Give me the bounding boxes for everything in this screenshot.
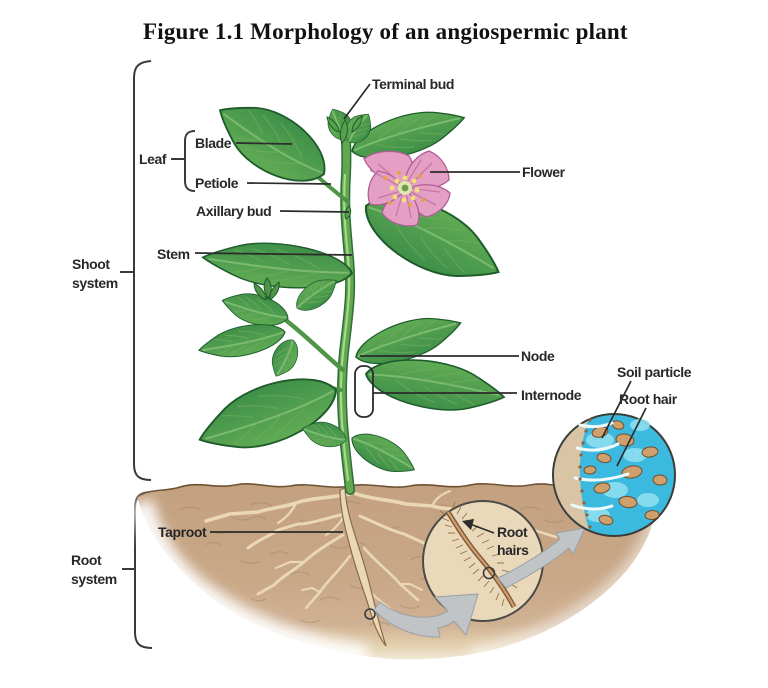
svg-text:Stem: Stem <box>157 246 190 262</box>
svg-text:Petiole: Petiole <box>195 175 239 191</box>
svg-text:Shoot: Shoot <box>72 256 110 272</box>
svg-text:Blade: Blade <box>195 135 232 151</box>
svg-text:Root: Root <box>497 524 528 540</box>
svg-text:Root: Root <box>71 552 102 568</box>
svg-text:Internode: Internode <box>521 387 582 403</box>
svg-text:Axillary bud: Axillary bud <box>196 203 271 219</box>
svg-text:Root hair: Root hair <box>619 391 678 407</box>
svg-text:Leaf: Leaf <box>139 151 167 167</box>
svg-text:Flower: Flower <box>522 164 566 180</box>
svg-text:system: system <box>72 275 118 291</box>
svg-text:Terminal bud: Terminal bud <box>372 76 454 92</box>
svg-text:system: system <box>71 571 117 587</box>
svg-text:Taproot: Taproot <box>158 524 207 540</box>
svg-text:hairs: hairs <box>497 542 529 558</box>
svg-text:Soil particle: Soil particle <box>617 364 692 380</box>
svg-text:Node: Node <box>521 348 555 364</box>
svg-text:Figure 1.1 Morphology of an an: Figure 1.1 Morphology of an angiospermic… <box>143 19 628 44</box>
